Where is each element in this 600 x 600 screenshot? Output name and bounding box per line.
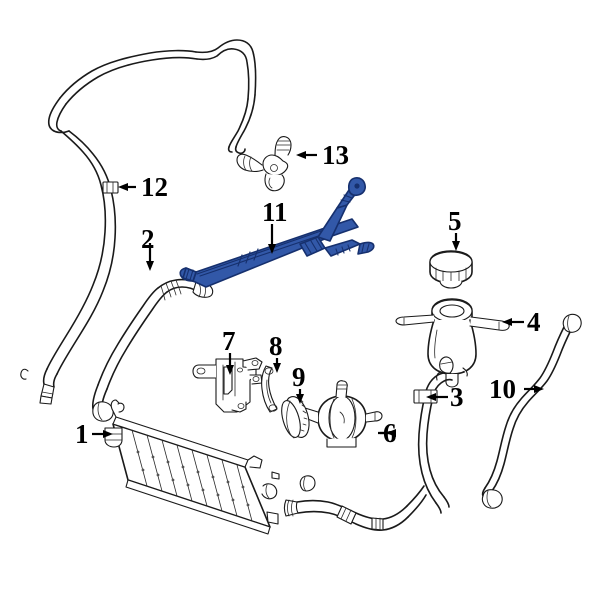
part-connector-valve <box>236 136 292 192</box>
callout-label-9: 9 <box>292 362 306 392</box>
part-reservoir-cap <box>429 250 473 289</box>
callout-label-12: 12 <box>141 172 168 202</box>
part-seal-ring <box>281 396 310 439</box>
part-upper-hose <box>91 278 214 422</box>
part-lower-hose-assembly <box>283 475 427 531</box>
leader-lines <box>92 151 544 438</box>
part-hanger-strap <box>261 365 278 413</box>
callout-label-8: 8 <box>269 331 283 361</box>
callout-label-7: 7 <box>222 326 236 356</box>
callout-label-10: 10 <box>489 374 516 404</box>
part-mounting-bracket <box>192 357 263 413</box>
callout-label-11: 11 <box>262 197 288 227</box>
callout-label-6: 6 <box>383 418 397 448</box>
callout-label-3: 3 <box>450 382 464 412</box>
callout-label-2: 2 <box>141 224 155 254</box>
callout-label-4: 4 <box>527 307 541 337</box>
part-upper-hose-loop <box>20 39 257 405</box>
part-vent-hose <box>481 313 582 509</box>
part-coolant-reservoir-tank <box>395 298 510 388</box>
callout-label-1: 1 <box>75 419 89 449</box>
callout-label-13: 13 <box>322 140 349 170</box>
callout-label-5: 5 <box>448 206 462 236</box>
part-hose-clamp-assembly <box>413 356 454 514</box>
part-coolant-pipe-assembly-highlighted <box>179 177 375 288</box>
part-auxiliary-water-pump <box>297 380 383 448</box>
part-radiator-cooler <box>104 399 280 535</box>
